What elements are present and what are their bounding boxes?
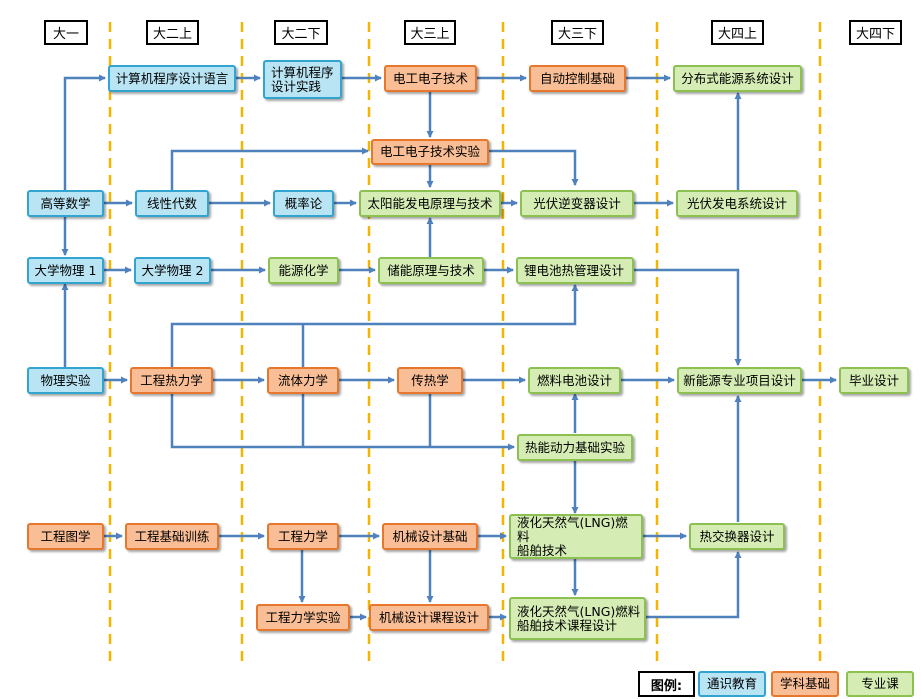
- arrow-linear-to-lab: [170, 147, 369, 190]
- legend-general-education: 通识教育: [698, 671, 766, 697]
- semester-header: 大二下: [274, 20, 328, 45]
- semester-header: 大三下: [551, 20, 604, 45]
- semester-header: 大一: [44, 20, 88, 45]
- course-thermal-power-lab[interactable]: 热能动力基础实验: [517, 434, 633, 461]
- course-electrical-electronics[interactable]: 电工电子技术: [384, 65, 477, 92]
- course-lng-ship-technology[interactable]: 液化天然气(LNG)燃料 船舶技术: [509, 514, 643, 559]
- legend-title: 图例:: [638, 671, 695, 697]
- course-energy-chemistry[interactable]: 能源化学: [268, 257, 339, 284]
- course-graduation-design[interactable]: 毕业设计: [839, 367, 909, 394]
- course-solar-power[interactable]: 太阳能发电原理与技术: [359, 190, 501, 217]
- course-battery-thermal[interactable]: 锂电池热管理设计: [516, 257, 634, 284]
- course-pv-inverter[interactable]: 光伏逆变器设计: [520, 190, 634, 217]
- arrow-lab-to-inverter: [488, 149, 579, 186]
- course-fuel-cell-design[interactable]: 燃料电池设计: [528, 367, 621, 394]
- semester-header: 大四下: [849, 20, 902, 45]
- course-engineering-thermodynamics[interactable]: 工程热力学: [130, 367, 213, 394]
- course-heat-transfer[interactable]: 传热学: [397, 367, 463, 394]
- course-advanced-math[interactable]: 高等数学: [27, 190, 104, 217]
- arrow-to-thermolab: [170, 393, 515, 451]
- course-programming-language[interactable]: 计算机程序设计语言: [108, 65, 236, 92]
- course-machine-design-project[interactable]: 机械设计课程设计: [369, 604, 489, 631]
- course-automatic-control[interactable]: 自动控制基础: [529, 65, 626, 92]
- course-energy-storage[interactable]: 储能原理与技术: [378, 257, 484, 284]
- course-new-energy-project[interactable]: 新能源专业项目设计: [677, 367, 802, 394]
- legend-major-course: 专业课: [846, 671, 914, 697]
- course-electrical-lab[interactable]: 电工电子技术实验: [371, 139, 489, 165]
- course-pv-system-design[interactable]: 光伏发电系统设计: [676, 190, 798, 217]
- course-engineering-drawing[interactable]: 工程图学: [27, 523, 104, 550]
- semester-header: 大二上: [146, 20, 199, 45]
- course-fluid-mechanics[interactable]: 流体力学: [267, 367, 339, 394]
- semester-header: 大四上: [711, 20, 764, 45]
- course-physics-lab[interactable]: 物理实验: [27, 367, 104, 394]
- course-heat-exchanger-design[interactable]: 热交换器设计: [689, 523, 785, 550]
- course-physics-2[interactable]: 大学物理 2: [134, 257, 211, 284]
- semester-header: 大三上: [404, 20, 456, 45]
- course-distributed-energy-design[interactable]: 分布式能源系统设计: [673, 65, 802, 92]
- connectors: [61, 74, 837, 621]
- course-engineering-training[interactable]: 工程基础训练: [125, 523, 219, 550]
- course-lng-ship-project[interactable]: 液化天然气(LNG)燃料 船舶技术课程设计: [509, 597, 646, 640]
- course-physics-1[interactable]: 大学物理 1: [27, 257, 104, 284]
- semester-dividers: [108, 22, 822, 668]
- arrow-lngproject-to-heatexchanger: [645, 551, 742, 619]
- course-mechanics-lab[interactable]: 工程力学实验: [256, 604, 350, 631]
- arrow-thermo-to-battery: [170, 284, 579, 367]
- arrow-math-to-programming: [63, 74, 106, 190]
- course-programming-practice[interactable]: 计算机程序 设计实践: [263, 60, 342, 99]
- course-machine-design-basics[interactable]: 机械设计基础: [382, 523, 478, 550]
- course-engineering-mechanics[interactable]: 工程力学: [267, 523, 339, 550]
- course-probability[interactable]: 概率论: [273, 190, 334, 217]
- legend-subject-foundation: 学科基础: [771, 671, 839, 697]
- course-linear-algebra[interactable]: 线性代数: [135, 190, 209, 217]
- arrow-battery-to-project: [633, 268, 742, 366]
